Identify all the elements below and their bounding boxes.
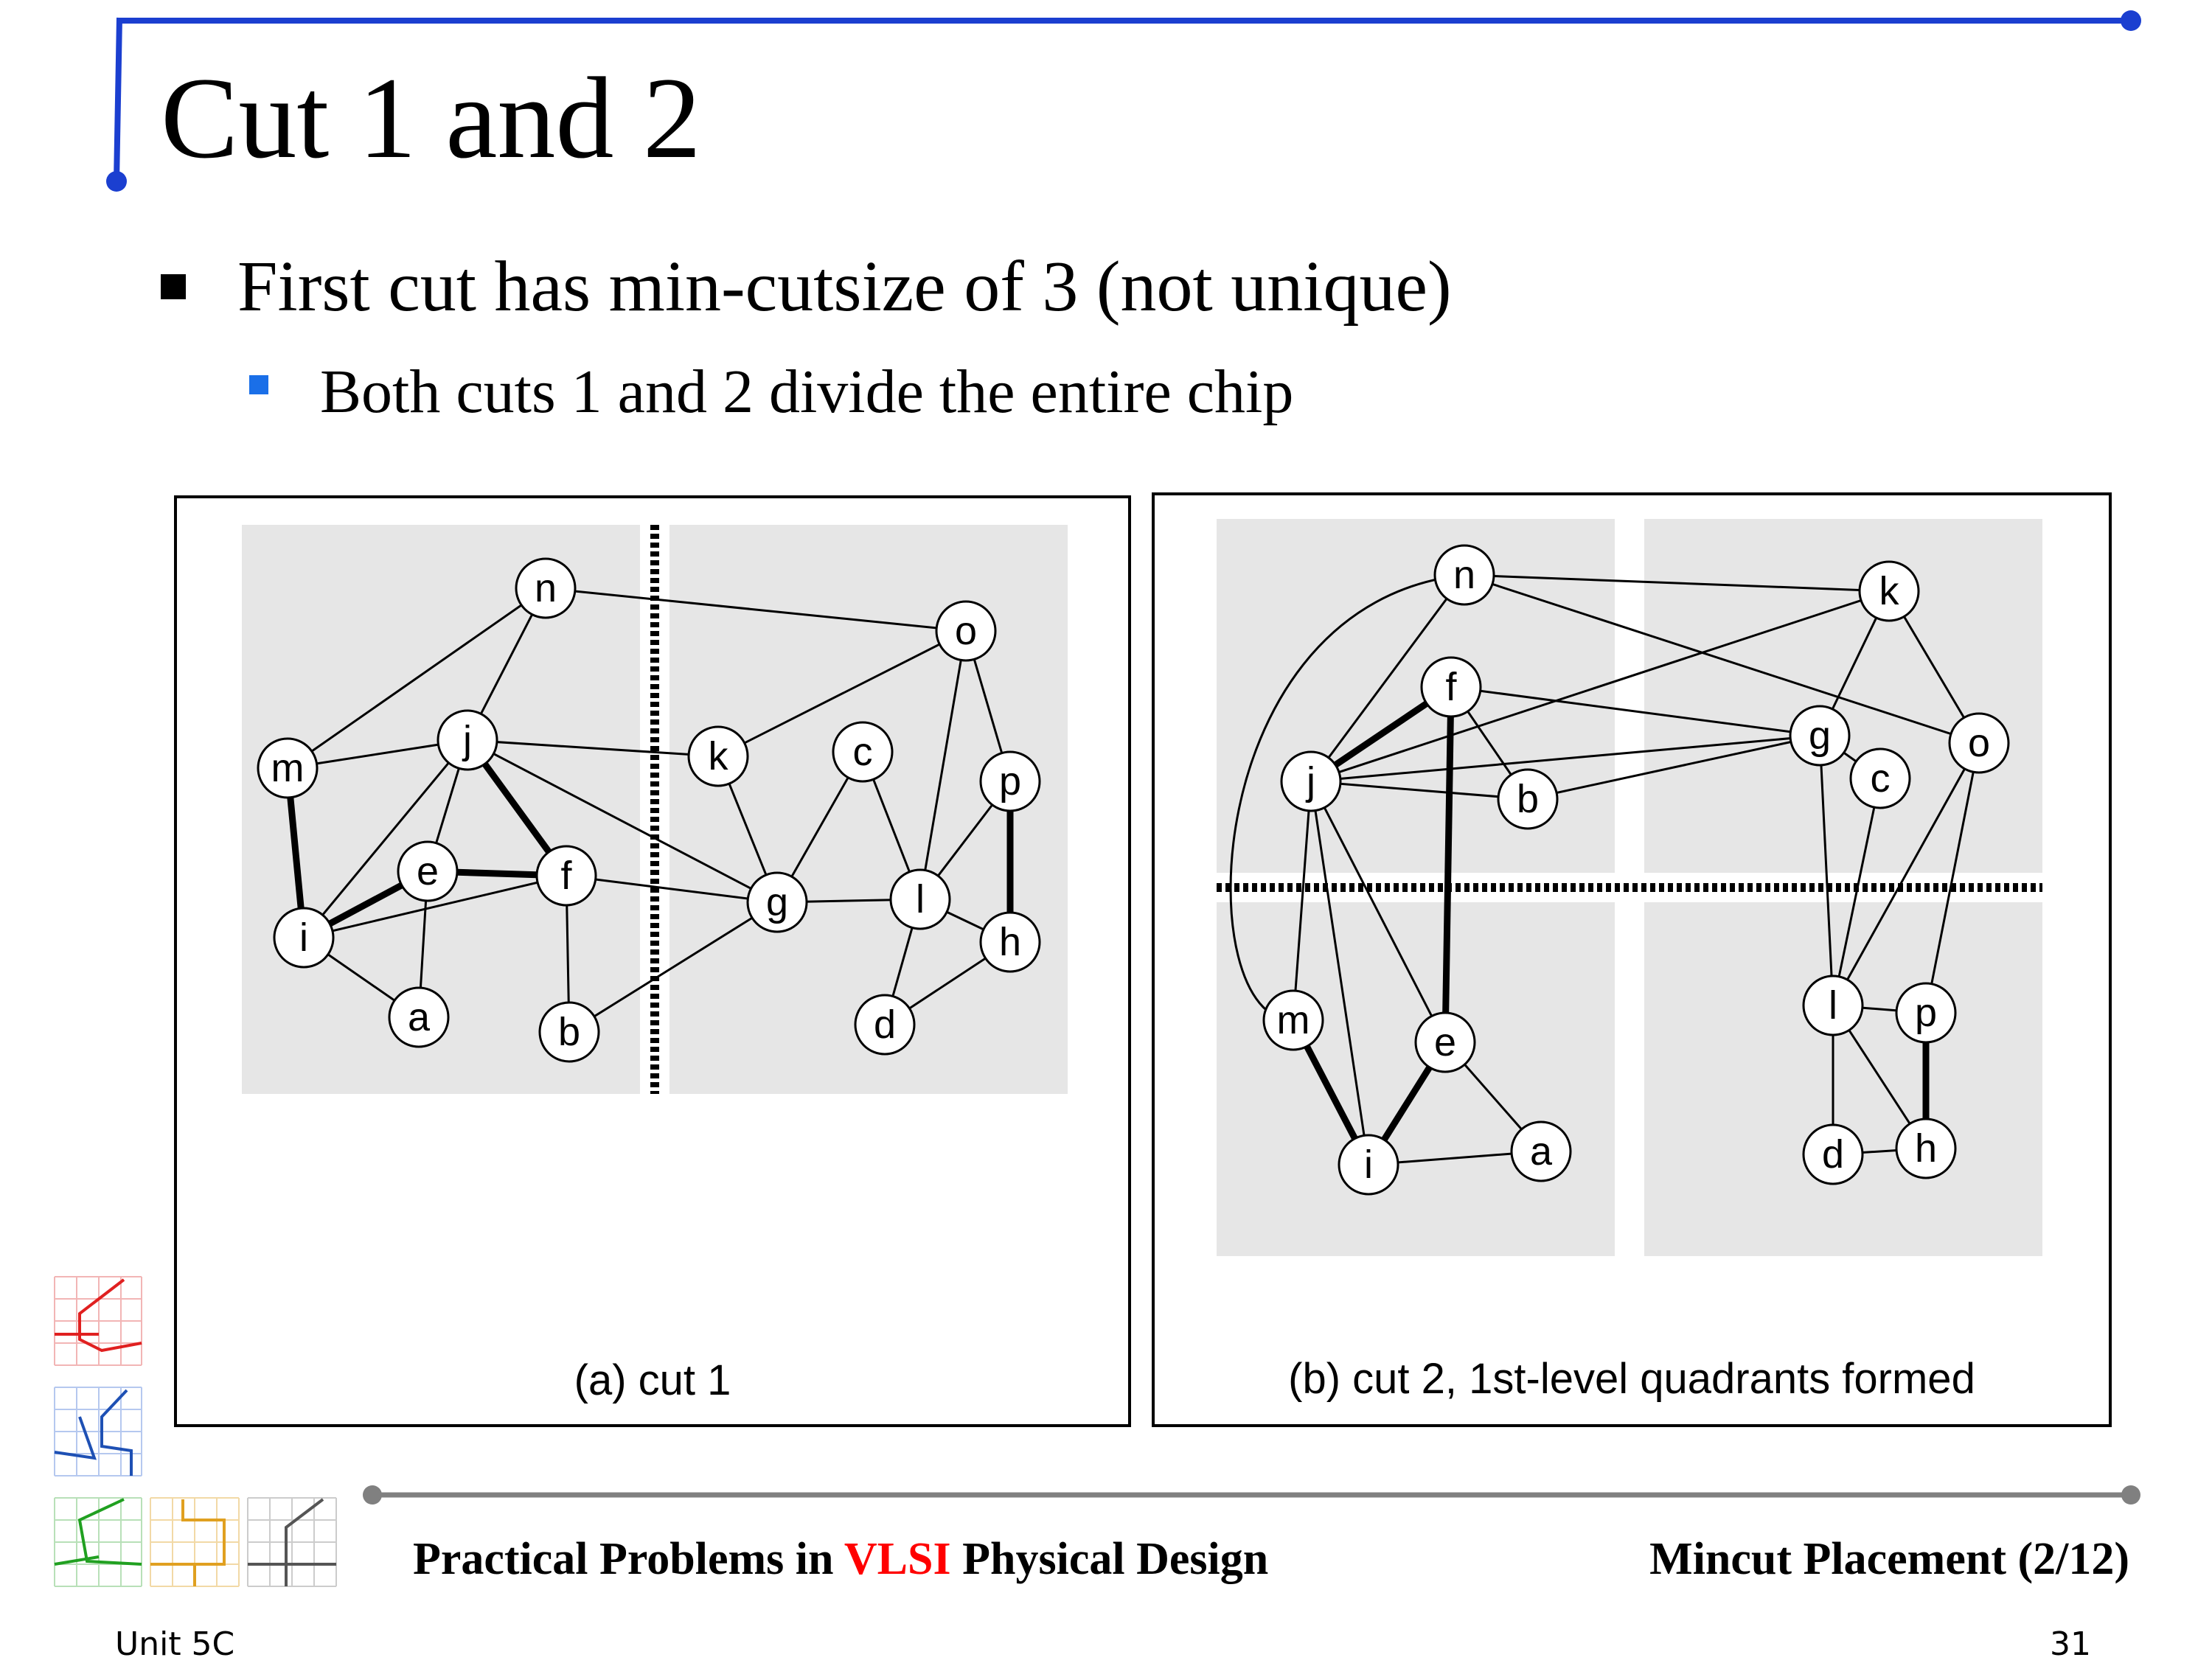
- node-n: [515, 557, 577, 619]
- node-label-j: j: [462, 718, 472, 762]
- node-a: [388, 986, 450, 1048]
- nodes-b: n k f g o j b c l p m e a i d h: [1262, 544, 2010, 1196]
- node-d: [1802, 1123, 1864, 1185]
- nodes-a: n o m j k c p e f g l i h a b d: [257, 557, 1041, 1063]
- node-label-n: n: [1453, 553, 1475, 597]
- node-a: [1510, 1120, 1572, 1182]
- node-label-j: j: [1305, 759, 1315, 803]
- bullet-2-text: Both cuts 1 and 2 divide the entire chip: [320, 358, 1294, 426]
- logo-green-grid: [54, 1497, 142, 1587]
- node-n: [1433, 544, 1495, 606]
- node-e: [397, 840, 459, 902]
- node-label-g: g: [1809, 714, 1831, 758]
- node-label-e: e: [417, 849, 439, 893]
- quadrant-bottom-right: [1644, 902, 2042, 1256]
- footer-course-post: Physical Design: [950, 1534, 1269, 1584]
- quadrant-top-right: [1644, 519, 2042, 873]
- node-label-c: c: [853, 730, 873, 774]
- node-g: [746, 871, 808, 933]
- node-label-l: l: [916, 877, 925, 921]
- blue-square-bullet-icon: [249, 374, 268, 394]
- node-label-l: l: [1829, 983, 1837, 1028]
- node-j: [437, 709, 498, 771]
- node-label-c: c: [1871, 756, 1891, 801]
- node-label-p: p: [999, 759, 1021, 803]
- node-label-k: k: [1879, 569, 1900, 613]
- node-m: [257, 737, 319, 799]
- node-label-h: h: [999, 920, 1021, 964]
- node-i: [273, 907, 335, 969]
- logo-red-grid: [54, 1276, 142, 1366]
- node-c: [832, 721, 894, 783]
- title-frame: [106, 10, 2141, 192]
- figure-b-caption: (b) cut 2, 1st-level quadrants formed: [1288, 1355, 1975, 1403]
- node-label-b: b: [558, 1010, 580, 1054]
- footer-rule: [363, 1485, 2140, 1505]
- quadrant-top-left: [1217, 519, 1615, 873]
- square-bullet-icon: [161, 273, 186, 299]
- node-b: [1497, 768, 1559, 830]
- node-e: [1414, 1011, 1476, 1073]
- frame-dot-right: [2121, 10, 2141, 31]
- page-number: 31: [2050, 1625, 2091, 1663]
- footer-section-title: Mincut Placement (2/12): [1649, 1534, 2129, 1584]
- node-k: [687, 725, 749, 787]
- node-c: [1849, 747, 1911, 809]
- node-p: [1895, 982, 1957, 1044]
- node-d: [854, 994, 916, 1056]
- node-label-a: a: [1530, 1129, 1553, 1174]
- course-logo: [54, 1276, 337, 1587]
- node-label-d: d: [1822, 1132, 1844, 1176]
- node-b: [538, 1001, 600, 1063]
- slide-title: Cut 1 and 2: [161, 54, 701, 183]
- footer-course-pre: Practical Problems in: [413, 1534, 844, 1584]
- node-label-b: b: [1517, 777, 1539, 821]
- node-label-f: f: [560, 854, 572, 898]
- node-p: [979, 750, 1041, 812]
- node-f: [535, 845, 597, 907]
- node-l: [889, 868, 951, 930]
- logo-orange-grid: [150, 1497, 240, 1587]
- node-j: [1280, 750, 1342, 812]
- footer-course-highlight: VLSI: [844, 1534, 951, 1584]
- node-h: [1895, 1118, 1957, 1179]
- unit-label: Unit 5C: [115, 1625, 235, 1663]
- node-h: [979, 911, 1041, 973]
- figure-b: n k f g o j b c l p m e a i d h (b) cut 2, 1st-level qu…: [1152, 492, 2112, 1427]
- quadrant-bottom-left: [1217, 902, 1615, 1256]
- logo-blue-grid: [54, 1387, 142, 1477]
- frame-dot-left: [106, 171, 127, 192]
- logo-gray-grid: [247, 1497, 337, 1587]
- node-label-i: i: [1364, 1143, 1373, 1187]
- figure-a-caption: (a) cut 1: [574, 1356, 731, 1404]
- node-label-f: f: [1445, 665, 1457, 709]
- footer-course-title: Practical Problems in VLSI Physical Desi…: [413, 1533, 1268, 1586]
- node-o: [1948, 712, 2010, 774]
- bullet-level-1: First cut has min-cutsize of 3 (not uniq…: [161, 251, 1452, 323]
- node-label-o: o: [1968, 721, 1990, 765]
- bullet-1-text: First cut has min-cutsize of 3 (not uniq…: [237, 247, 1452, 327]
- node-o: [935, 600, 997, 662]
- bullet-level-2: Both cuts 1 and 2 divide the entire chip: [249, 361, 1293, 423]
- node-label-d: d: [874, 1003, 896, 1047]
- node-m: [1262, 989, 1324, 1051]
- node-k: [1858, 560, 1920, 622]
- figure-a: n o m j k c p e f g l i h a b d (a) cut 1: [174, 495, 1131, 1427]
- node-label-e: e: [1434, 1020, 1456, 1064]
- node-label-h: h: [1915, 1126, 1937, 1171]
- node-f: [1420, 656, 1482, 718]
- node-label-n: n: [535, 566, 557, 610]
- node-label-k: k: [709, 734, 729, 778]
- node-g: [1789, 705, 1851, 767]
- node-label-a: a: [408, 995, 431, 1039]
- node-i: [1338, 1134, 1399, 1196]
- node-label-o: o: [955, 609, 977, 653]
- node-label-m: m: [271, 746, 305, 790]
- node-label-m: m: [1277, 998, 1310, 1042]
- node-label-i: i: [299, 916, 308, 960]
- node-label-p: p: [1915, 991, 1937, 1035]
- node-l: [1802, 975, 1864, 1036]
- node-label-g: g: [766, 880, 788, 924]
